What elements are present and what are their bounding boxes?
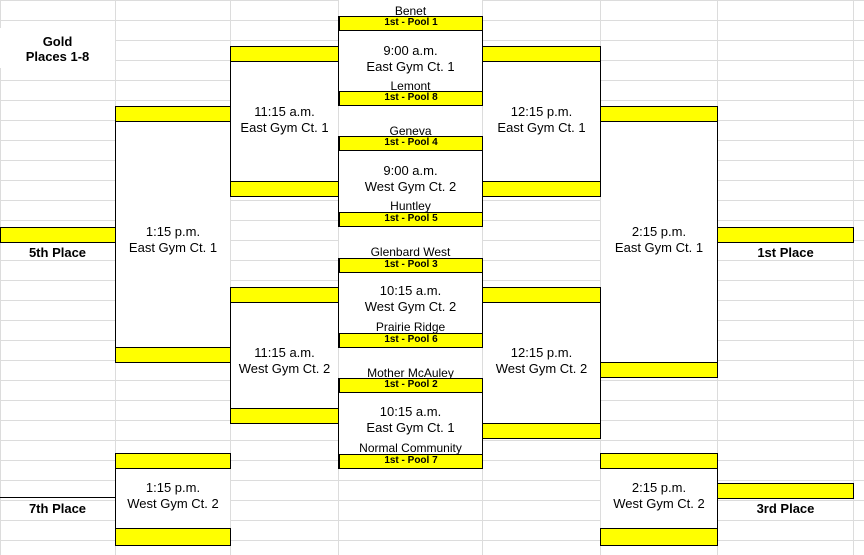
bracket-title: Gold: [42, 34, 73, 49]
third-place-slot: [717, 483, 854, 499]
fifth-slot-lower: [115, 347, 231, 363]
cl-top-time: 11:15 a.m.: [254, 104, 315, 119]
final-game-court: East Gym Ct. 1: [614, 240, 704, 255]
connector-line: [482, 258, 483, 348]
q4-time: 10:15 a.m.: [379, 404, 442, 419]
cl-top-bg: [231, 62, 338, 182]
cl-bot-slot-lower: [230, 408, 339, 424]
grid-col-line: [600, 0, 601, 555]
s-top-slot-lower: [482, 181, 601, 197]
connector-line: [717, 453, 718, 546]
q4-court: East Gym Ct. 1: [366, 420, 455, 435]
cl-top-slot-lower: [230, 181, 339, 197]
final-slot-lower: [600, 362, 718, 378]
q3-time: 10:15 a.m.: [379, 283, 442, 298]
team-normal-community: Normal Community: [359, 441, 462, 455]
team-lemont: Lemont: [390, 79, 431, 93]
q2-time: 9:00 a.m.: [383, 163, 438, 178]
seed-pool-4: 1st - Pool 4: [339, 136, 483, 151]
seed-pool-2: 1st - Pool 2: [339, 378, 483, 393]
final-game-time: 2:15 p.m.: [631, 224, 687, 239]
fifth-slot-upper: [115, 106, 231, 122]
cl-top-slot-upper: [230, 46, 339, 62]
cl-bot-bg: [231, 302, 338, 408]
final-slot-upper: [600, 106, 718, 122]
fifth-game-bg: [116, 121, 230, 347]
s-top-court: East Gym Ct. 1: [497, 120, 586, 135]
q2-court: West Gym Ct. 2: [364, 179, 457, 194]
s-bot-time: 12:15 p.m.: [510, 345, 573, 360]
seed-pool-6: 1st - Pool 6: [339, 333, 483, 348]
team-glenbard-west: Glenbard West: [370, 245, 451, 259]
seventh-game-time: 1:15 p.m.: [145, 480, 201, 495]
q3-court: West Gym Ct. 2: [364, 299, 457, 314]
s-bot-slot-upper: [482, 287, 601, 303]
q1-court: East Gym Ct. 1: [366, 59, 455, 74]
s-bot-slot-lower: [482, 423, 601, 439]
bracket-subtitle: Places 1-8: [25, 49, 90, 64]
team-mother-mcauley: Mother McAuley: [367, 366, 454, 380]
fifth-place-label: 5th Place: [28, 245, 87, 260]
third-slot-upper: [600, 453, 718, 469]
third-game-time: 2:15 p.m.: [631, 480, 687, 495]
header-bg: [0, 28, 115, 68]
seed-pool-3: 1st - Pool 3: [339, 258, 483, 273]
seed-pool-1: 1st - Pool 1: [339, 16, 483, 31]
q1-time: 9:00 a.m.: [383, 43, 438, 58]
third-place-label: 3rd Place: [756, 501, 815, 516]
cl-bot-slot-upper: [230, 287, 339, 303]
seventh-place-label: 7th Place: [28, 501, 87, 516]
seventh-game-bg: [116, 468, 230, 528]
cl-bot-time: 11:15 a.m.: [254, 345, 315, 360]
s-bot-bg: [483, 302, 600, 422]
cl-bot-court: West Gym Ct. 2: [238, 361, 331, 376]
seventh-slot-upper: [115, 453, 231, 469]
fifth-game-time: 1:15 p.m.: [145, 224, 201, 239]
seed-pool-7: 1st - Pool 7: [339, 454, 483, 469]
fifth-game-court: East Gym Ct. 1: [128, 240, 218, 255]
final-game-bg: [601, 121, 717, 363]
third-game-court: West Gym Ct. 2: [613, 496, 705, 511]
team-huntley: Huntley: [390, 199, 431, 213]
seventh-game-court: West Gym Ct. 2: [127, 496, 219, 511]
connector-line: [115, 453, 116, 546]
grid-col-line: [230, 0, 231, 555]
s-top-time: 12:15 p.m.: [510, 104, 573, 119]
seed-pool-8: 1st - Pool 8: [339, 91, 483, 106]
first-place-label: 1st Place: [757, 245, 814, 260]
team-prairie-ridge: Prairie Ridge: [375, 320, 446, 334]
s-bot-court: West Gym Ct. 2: [495, 361, 588, 376]
connector-line: [0, 497, 116, 498]
connector-line: [338, 258, 339, 348]
seventh-slot-lower: [115, 528, 231, 546]
cl-top-court: East Gym Ct. 1: [240, 120, 329, 135]
fifth-place-slot: [0, 227, 116, 243]
seed-pool-5: 1st - Pool 5: [339, 212, 483, 227]
team-geneva: Geneva: [389, 124, 432, 138]
s-top-slot-upper: [482, 46, 601, 62]
third-slot-lower: [600, 528, 718, 546]
team-benet: Benet: [394, 4, 427, 18]
grid-col-line: [853, 0, 854, 555]
s-top-bg: [483, 62, 600, 182]
third-game-bg: [601, 468, 717, 528]
first-place-slot: [717, 227, 854, 243]
